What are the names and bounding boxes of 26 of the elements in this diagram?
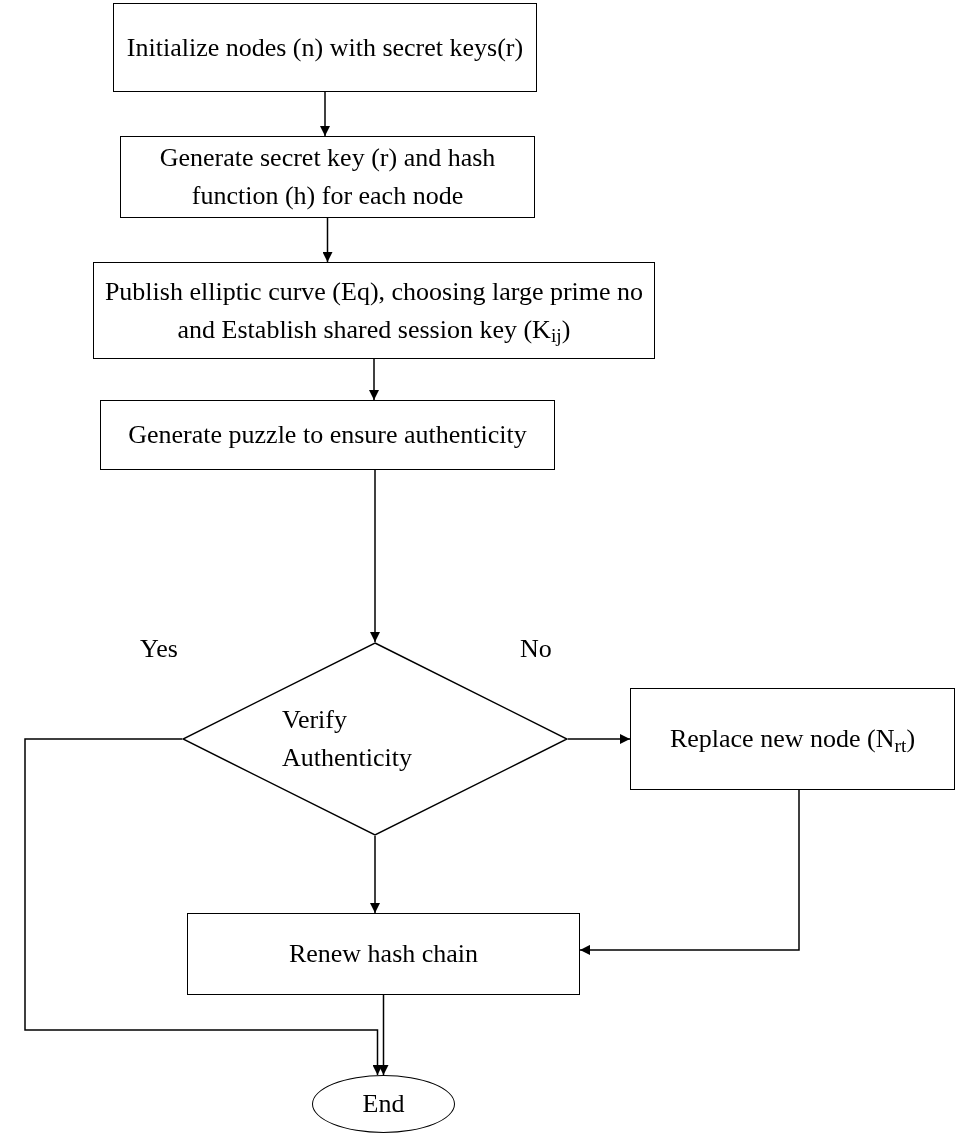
decision-diamond	[182, 642, 568, 836]
step-label: Replace new node (N$_{rt}$)	[668, 723, 917, 758]
branch-label: Yes	[140, 633, 178, 665]
arrow	[369, 358, 379, 401]
terminal-label: End	[362, 1088, 405, 1121]
arrow	[370, 835, 380, 914]
arrow	[320, 91, 330, 137]
step-label: Initialize nodes (n) with secret keys(r)	[125, 31, 525, 64]
branch-label: No	[520, 633, 552, 665]
arrow	[567, 734, 631, 744]
step-label: Renew hash chain	[287, 938, 480, 971]
process-box	[187, 913, 580, 995]
arrow	[370, 469, 380, 643]
process-box	[113, 3, 537, 92]
decision-label: Verify Authenticity	[281, 704, 413, 774]
arrow	[322, 217, 333, 263]
process-box	[100, 400, 555, 470]
arrow	[24, 738, 383, 1076]
step-label: Generate puzzle to ensure authenticity	[127, 419, 528, 452]
process-box	[630, 688, 955, 790]
process-box	[120, 136, 535, 218]
step-label: Publish elliptic curve (Eq), choosing large prime no and Establish shared session key (K$_{ij}$)	[103, 275, 645, 349]
step-label: Generate secret key (r) and hash function (h) for each node	[158, 142, 497, 212]
arrow	[378, 994, 389, 1076]
process-box	[93, 262, 655, 359]
arrow	[579, 789, 800, 955]
